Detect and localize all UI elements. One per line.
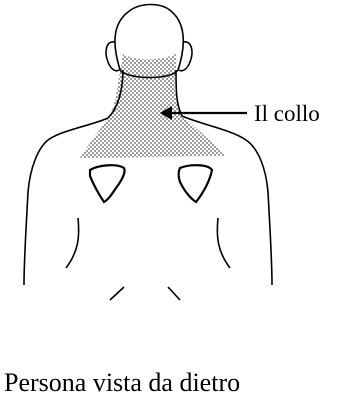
right-torso-side: [217, 218, 230, 268]
neck-label: Il collo: [254, 101, 320, 126]
neck-highlight-region: [80, 54, 225, 158]
left-torso-side: [66, 218, 79, 268]
right-lower-back-mark: [168, 287, 180, 300]
right-shoulder-blade: [179, 165, 213, 202]
left-lower-back-mark: [110, 287, 124, 300]
left-shoulder-blade: [90, 165, 125, 202]
figure-caption: Persona vista da dietro: [4, 368, 352, 398]
